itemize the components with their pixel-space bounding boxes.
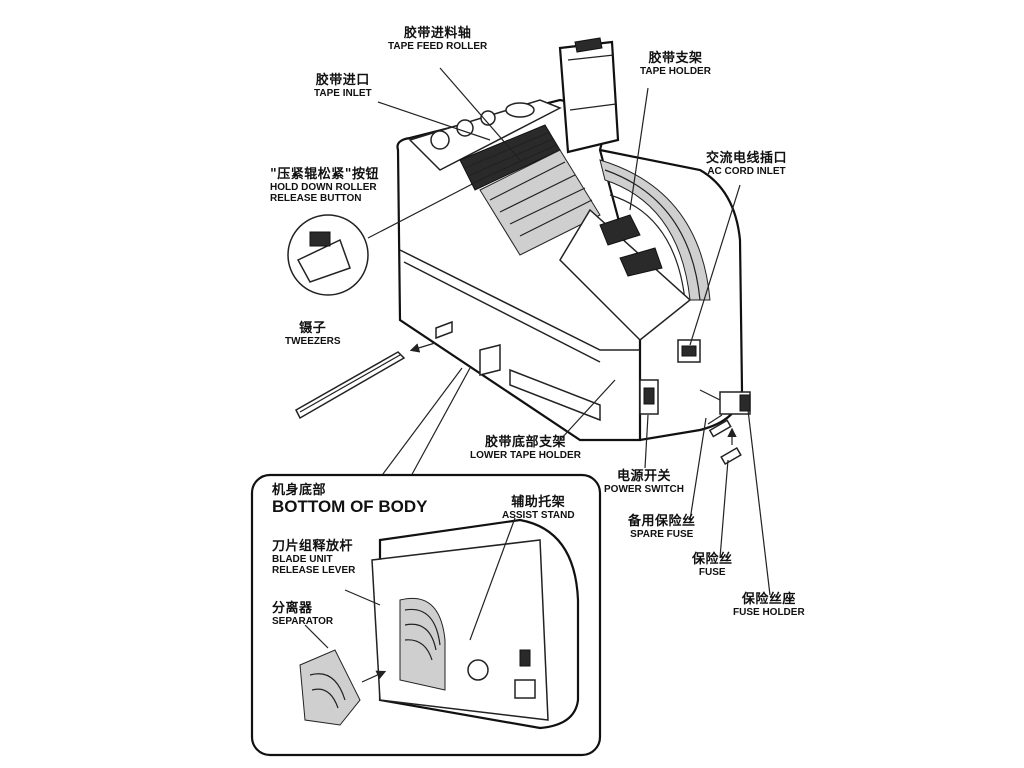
tape-holder-drawing — [558, 37, 711, 342]
label-tweezers: 镊子 TWEEZERS — [285, 321, 341, 348]
tweezers-drawing — [295, 351, 406, 420]
tape-feed-roller-drawing — [459, 124, 601, 256]
label-tape-feed-roller: 胶带进料轴 TAPE FEED ROLLER — [388, 26, 488, 53]
leader-lines — [377, 67, 771, 596]
label-bottom-of-body: 机身底部 BOTTOM OF BODY — [272, 483, 428, 517]
label-hold-down-roller: "压紧辊松紧"按钮 HOLD DOWN ROLLER RELEASE BUTTO… — [270, 167, 380, 205]
machine-body — [396, 37, 744, 442]
label-power-switch: 电源开关 POWER SWITCH — [604, 469, 684, 496]
separator-drawing — [299, 649, 361, 726]
fuse-holder-assembly — [699, 389, 751, 465]
label-ac-cord-inlet: 交流电线插口 AC CORD INLET — [706, 151, 788, 178]
label-tape-holder: 胶带支架 TAPE HOLDER — [640, 51, 711, 78]
label-assist-stand: 辅助托架 ASSIST STAND — [502, 495, 575, 522]
hold-down-roller-callout — [287, 179, 481, 296]
label-separator: 分离器 SEPARATOR — [272, 601, 334, 628]
label-fuse-holder: 保险丝座 FUSE HOLDER — [733, 592, 805, 619]
label-spare-fuse: 备用保险丝 SPARE FUSE — [628, 514, 696, 541]
label-tape-inlet: 胶带进口 TAPE INLET — [314, 73, 372, 100]
label-blade-unit-release-lever: 刀片组释放杆 BLADE UNIT RELEASE LEVER — [272, 539, 356, 577]
bottom-of-body-inset — [250, 473, 602, 757]
label-lower-tape-holder: 胶带底部支架 LOWER TAPE HOLDER — [470, 435, 581, 462]
label-fuse: 保险丝 FUSE — [692, 552, 733, 579]
